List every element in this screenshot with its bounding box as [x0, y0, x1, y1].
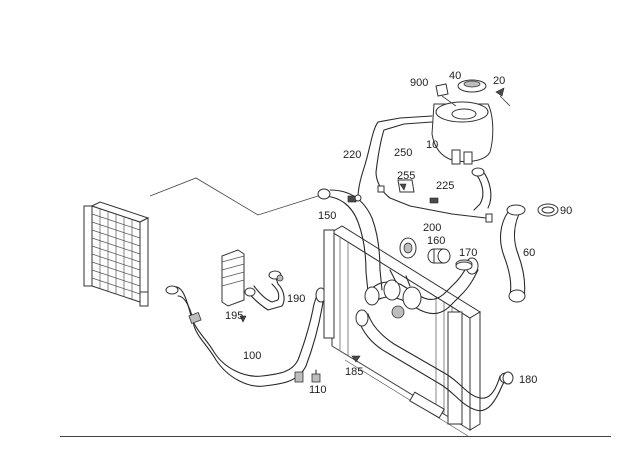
- pipe-220-250: [354, 115, 493, 223]
- callout-150: 150: [318, 210, 337, 222]
- callout-250: 250: [394, 147, 413, 159]
- callout-40: 40: [449, 70, 462, 82]
- coupling-200: [399, 237, 417, 259]
- footer-divider: [60, 436, 611, 437]
- clamp-170: [455, 259, 473, 271]
- expansion-tank: [431, 101, 494, 165]
- callout-180: 180: [519, 374, 538, 386]
- callout-200: 200: [423, 222, 442, 234]
- callout-900: 900: [410, 77, 429, 89]
- hose-150: [317, 188, 383, 293]
- heater-valve-assembly: [221, 249, 285, 323]
- fitting-180: [502, 371, 514, 385]
- sensor-900: [435, 83, 449, 97]
- expansion-tank-cap: [457, 79, 487, 93]
- callout-225: 225: [436, 180, 455, 192]
- hose-100: [165, 285, 327, 387]
- clamp-255: [397, 179, 415, 193]
- callout-220: 220: [343, 149, 362, 161]
- hose-225: [429, 167, 492, 211]
- bolt-110: [311, 369, 321, 383]
- sleeve-160: [427, 248, 451, 264]
- callout-170: 170: [459, 247, 478, 259]
- callout-190: 190: [287, 293, 306, 305]
- callout-195: 195: [225, 310, 244, 322]
- callout-185: 185: [345, 366, 364, 378]
- clamp-90: [537, 203, 559, 217]
- radiator-leader-line: [149, 177, 319, 216]
- callout-255: 255: [397, 170, 416, 182]
- callout-110: 110: [309, 384, 327, 396]
- callout-100: 100: [243, 350, 262, 362]
- hose-60: [499, 204, 526, 303]
- auxiliary-radiator: [83, 201, 150, 307]
- clip-20: [495, 87, 505, 97]
- callout-10: 10: [426, 139, 439, 151]
- callout-20: 20: [493, 75, 506, 87]
- callout-90: 90: [560, 205, 573, 217]
- callout-60: 60: [523, 247, 536, 259]
- callout-160: 160: [427, 235, 446, 247]
- main-radiator: [323, 225, 481, 437]
